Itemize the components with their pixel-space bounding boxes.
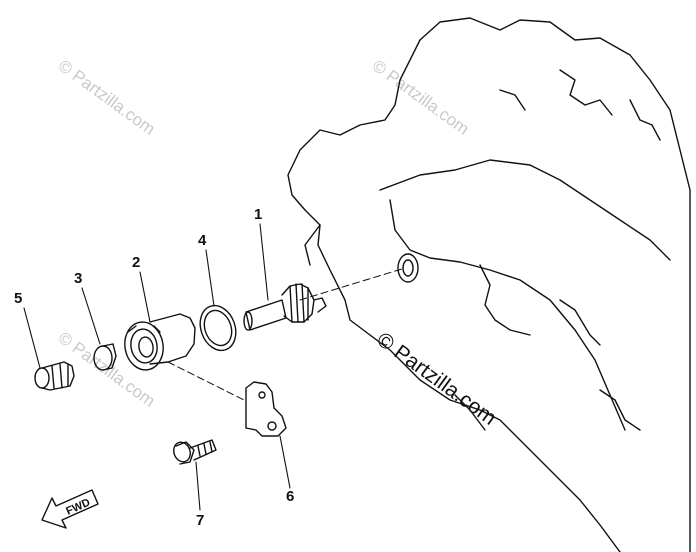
callout-2: 2 [132,254,141,271]
part-5-seal [34,361,75,391]
callout-6: 6 [286,488,295,505]
leader-lines [23,223,291,511]
case-boss [397,253,419,283]
callout-3: 3 [74,270,83,287]
part-1-drive-gear [243,283,327,331]
engine-case-outline [287,17,691,552]
callout-1: 1 [254,206,263,223]
part-2-housing [124,313,196,371]
callout-7: 7 [196,512,205,529]
part-4-o-ring [199,304,237,352]
assembly-line-bracket [167,361,245,401]
part-7-bolt [173,439,217,465]
part-6-bracket [245,381,287,437]
callout-4: 4 [198,232,207,249]
callout-5: 5 [14,290,23,307]
assembly-line-shaft [299,267,406,301]
fwd-arrow-icon [41,489,99,529]
part-3-bushing [93,343,117,371]
